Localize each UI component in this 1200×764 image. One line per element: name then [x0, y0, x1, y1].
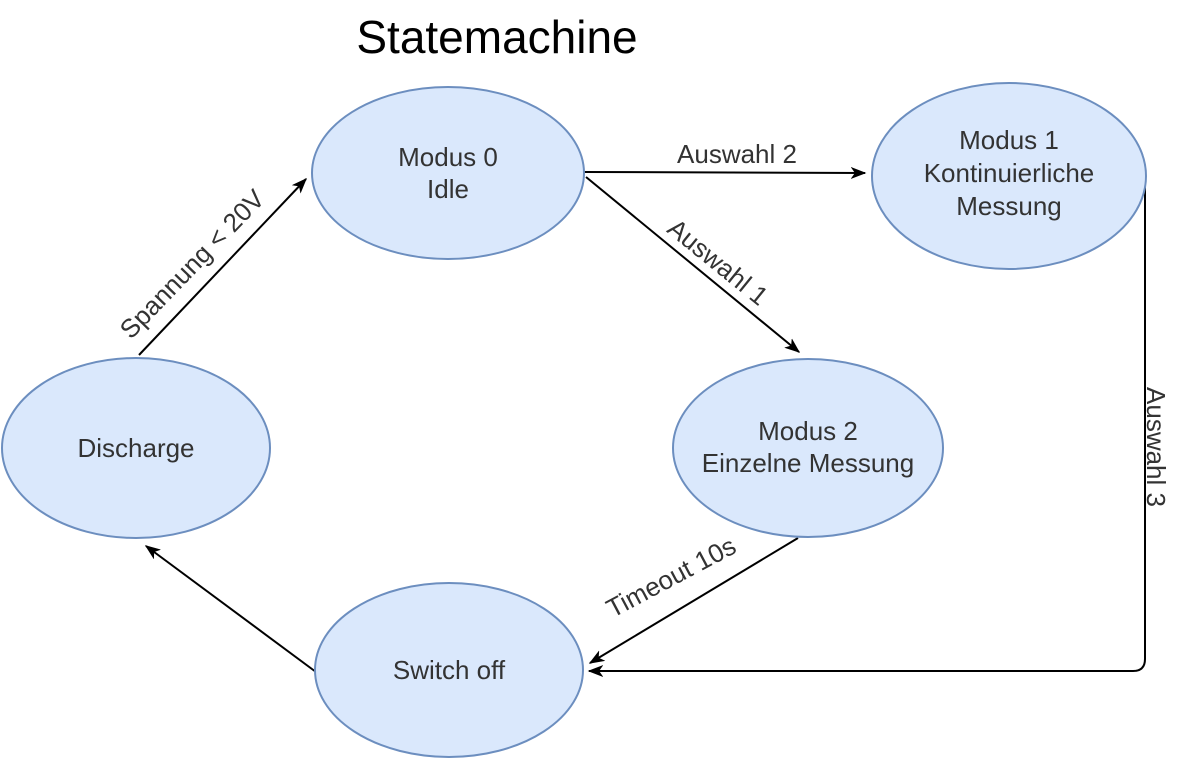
transition-label-auswahl1: Auswahl 1 — [662, 213, 774, 312]
transition-label-auswahl3: Auswahl 3 — [1141, 387, 1171, 507]
state-shape-modus1 — [871, 82, 1147, 270]
transition-switchoff-discharge — [146, 546, 317, 673]
state-modus0: Modus 0 Idle — [311, 86, 585, 260]
state-label-modus1-line3: Messung — [956, 191, 1062, 221]
state-label-switchoff: Switch off — [393, 655, 506, 685]
transition-modus0-modus1: Auswahl 2 — [583, 139, 865, 173]
transition-label-auswahl2: Auswahl 2 — [677, 139, 797, 169]
transition-modus0-modus2: Auswahl 1 — [585, 176, 799, 352]
state-discharge: Discharge — [1, 357, 271, 539]
state-shape-switchoff — [314, 582, 584, 758]
transition-arrow-spannung — [138, 179, 306, 356]
transition-arrow-auswahl3 — [589, 184, 1146, 671]
state-label-modus2-line2: Einzelne Messung — [702, 448, 914, 478]
transition-arrow-auswahl1 — [585, 176, 799, 352]
state-modus1: Modus 1 Kontinuierliche Messung — [871, 82, 1147, 270]
transition-arrow-timeout — [590, 537, 799, 664]
transition-modus2-switchoff: Timeout 10s — [590, 530, 799, 664]
transition-label-timeout: Timeout 10s — [601, 530, 741, 623]
state-shape-modus0 — [311, 86, 585, 260]
state-label-discharge: Discharge — [77, 433, 194, 463]
state-label-modus0-line1: Modus 0 — [398, 142, 498, 172]
state-shape-modus2 — [672, 358, 944, 538]
transition-modus1-switchoff: Auswahl 3 — [589, 184, 1171, 671]
transition-arrow-auswahl2 — [583, 172, 865, 173]
state-modus2: Modus 2 Einzelne Messung — [672, 358, 944, 538]
state-label-modus1-line1: Modus 1 — [959, 125, 1059, 155]
state-switchoff: Switch off — [314, 582, 584, 758]
state-label-modus0-line2: Idle — [427, 174, 469, 204]
state-label-modus1-line2: Kontinuierliche — [924, 158, 1095, 188]
transition-label-spannung: Spannung < 20V — [114, 183, 271, 344]
state-shape-discharge — [1, 357, 271, 539]
state-label-modus2-line1: Modus 2 — [758, 416, 858, 446]
diagram-title: Statemachine — [356, 11, 637, 63]
transition-arrow-switchoff-discharge — [146, 546, 317, 673]
states: Modus 0 Idle Modus 1 Kontinuierliche Mes… — [1, 82, 1147, 758]
transition-discharge-modus0: Spannung < 20V — [114, 179, 306, 356]
